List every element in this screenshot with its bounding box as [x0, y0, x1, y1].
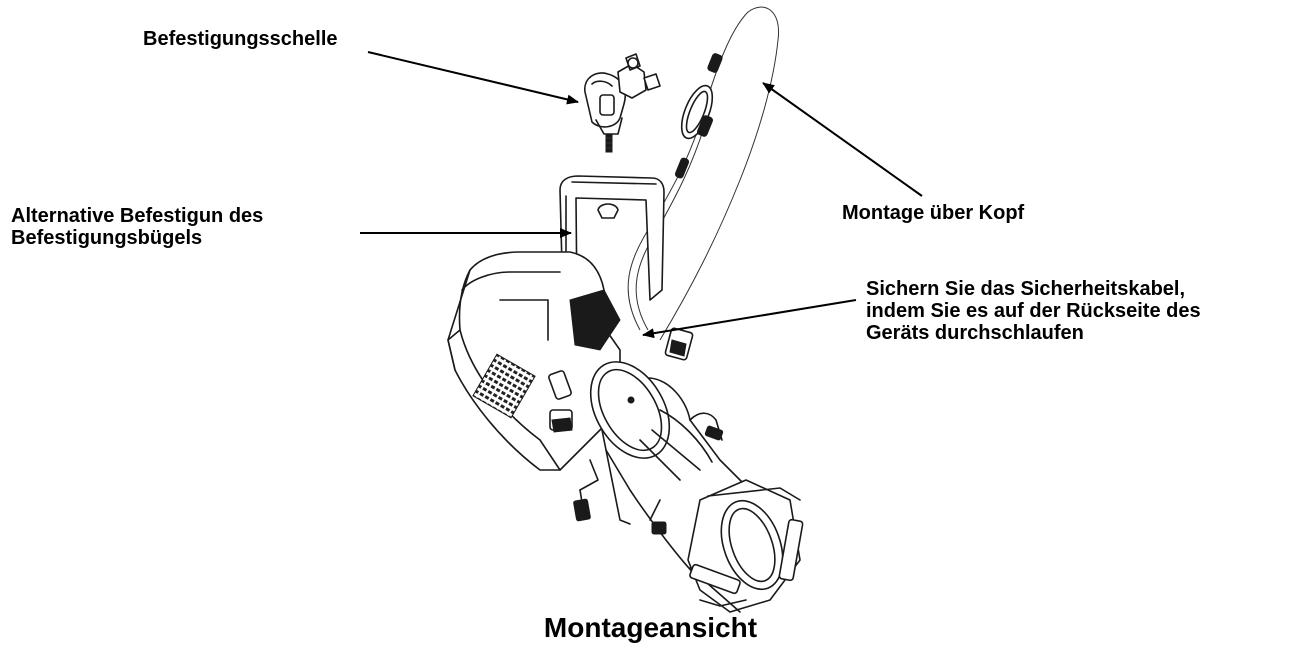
figure-caption: Montageansicht: [543, 612, 758, 643]
lens-front: [687, 479, 804, 613]
label-safety-line2: indem Sie es auf der Rückseite des: [866, 300, 1201, 322]
overhead-arrow: [762, 82, 923, 197]
label-safety-line3: Geräts durchschlaufen: [866, 322, 1084, 344]
label-clamp: Befestigungsschelle: [143, 28, 338, 50]
label-safety-cable: Sichern Sie das Sicherheitskabel, indem …: [866, 278, 1201, 344]
mounting-clamp: [584, 53, 661, 153]
fixture-body: [447, 251, 621, 522]
label-safety-line1: Sichern Sie das Sicherheitskabel,: [866, 278, 1186, 300]
label-alternative-mounting: Alternative Befestigun des Befestigungsb…: [11, 205, 263, 249]
label-alternative-line2: Befestigungsbügels: [11, 227, 203, 249]
label-alternative-line1: Alternative Befestigun des: [11, 205, 264, 227]
clamp-arrow: [367, 51, 579, 105]
label-overhead-mounting: Montage über Kopf: [842, 202, 1025, 224]
safety-arrow: [642, 299, 857, 339]
